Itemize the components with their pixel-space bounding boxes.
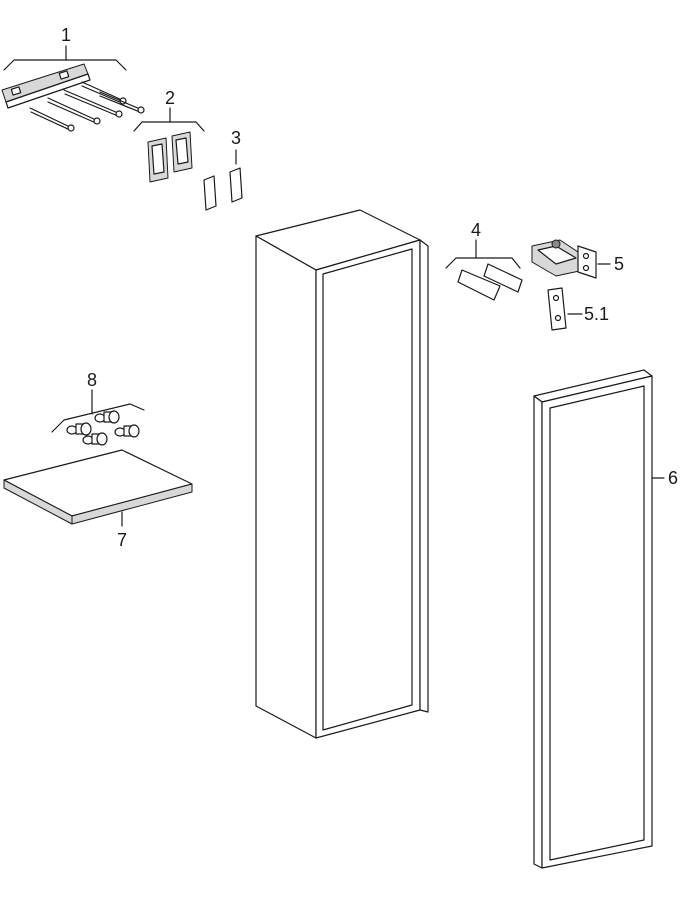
part-7-shelf	[3, 449, 193, 527]
label-5: 5	[614, 254, 624, 274]
label-3: 3	[231, 128, 241, 148]
label-7: 7	[117, 530, 127, 550]
label-8: 8	[87, 370, 97, 390]
screw-anchor	[47, 97, 101, 125]
label-1: 1	[61, 25, 71, 45]
part-5-1-hinge-plate	[547, 287, 583, 331]
shelf-support-pin	[66, 422, 92, 436]
part-2-hanging-fittings	[133, 107, 205, 183]
label-2: 2	[165, 88, 175, 108]
part-1-wall-bracket-set	[1, 45, 145, 132]
shelf-support-pin	[82, 432, 108, 446]
label-6: 6	[668, 468, 678, 488]
shelf-support-pin	[114, 424, 140, 438]
label-4: 4	[471, 220, 481, 240]
screw-anchor	[63, 89, 123, 118]
part-4-door-buffers	[445, 239, 523, 301]
label-5-1: 5.1	[584, 304, 609, 324]
part-8-shelf-supports	[51, 389, 145, 446]
shelf-support-pin	[94, 410, 120, 424]
part-6-door	[533, 369, 665, 869]
screw-anchor	[29, 107, 75, 132]
part-5-hinge	[531, 239, 611, 279]
cabinet-body	[255, 209, 429, 739]
screw-anchor	[99, 91, 145, 114]
part-3-spacers	[203, 149, 243, 211]
